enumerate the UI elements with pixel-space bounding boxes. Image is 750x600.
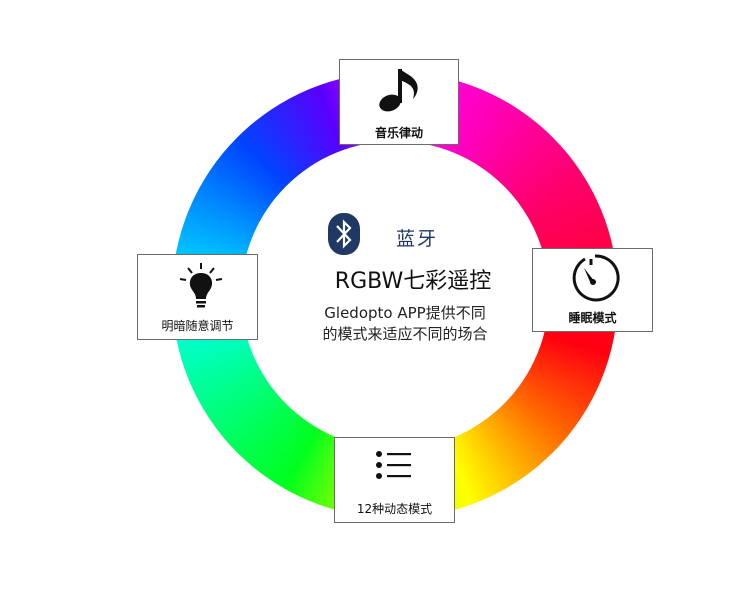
- dynamic-modes-card: 12种动态模式: [334, 437, 455, 523]
- center-description-line-1: Gledopto APP提供不同: [324, 304, 486, 322]
- sleep-mode-card: 睡眠模式: [532, 248, 653, 332]
- bluetooth-title: 蓝牙: [396, 228, 439, 250]
- bluetooth-icon: [328, 213, 360, 255]
- dynamic-modes-label: 12种动态模式: [356, 502, 433, 516]
- music-mode-label: 音乐律动: [374, 126, 423, 140]
- center-heading: RGBW七彩遥控: [334, 269, 492, 294]
- music-note-icon: [379, 69, 418, 112]
- sleep-mode-label: 睡眠模式: [568, 311, 617, 325]
- light-bulb-icon: [179, 263, 223, 308]
- music-mode-card: 音乐律动: [339, 59, 459, 145]
- timer-icon: [572, 254, 620, 302]
- list-icon: [376, 451, 411, 479]
- dimming-label: 明暗随意调节: [161, 319, 234, 333]
- center-description-line-2: 的模式来适应不同的场合: [322, 325, 488, 343]
- dimming-card: 明暗随意调节: [137, 254, 258, 340]
- color-wheel-center: [241, 141, 549, 449]
